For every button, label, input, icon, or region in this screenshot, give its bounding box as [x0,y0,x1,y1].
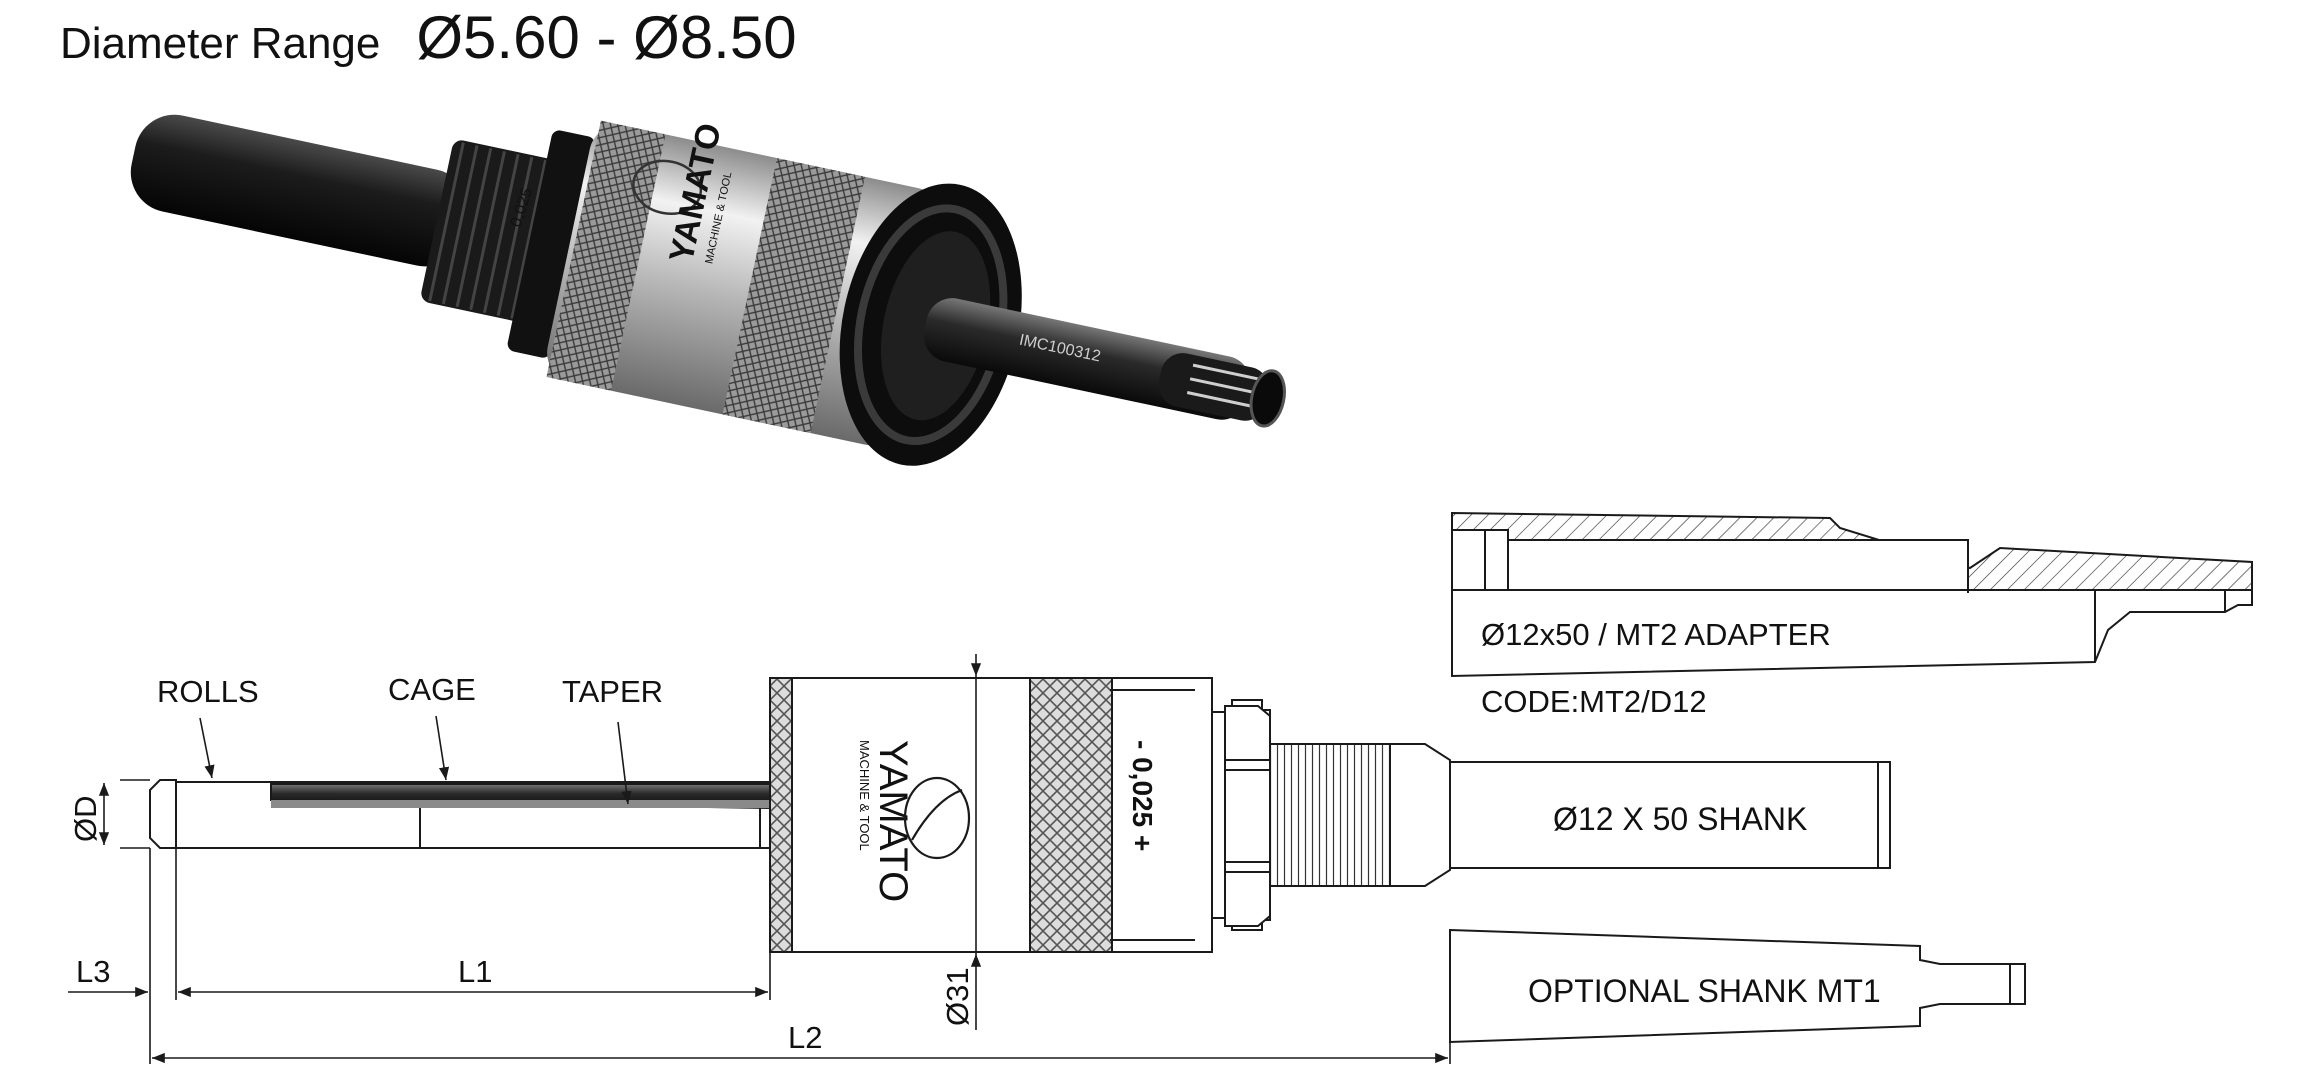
body-housing [791,677,1213,953]
dimensions [68,654,1451,1064]
mt2-adapter-drawing [1451,511,2253,678]
label-rolls: ROLLS [157,674,259,709]
shank-12x50 [1449,761,1891,869]
yamato-logo-icon [903,776,971,860]
photo-knurl-ring [546,120,666,391]
cage-tip [149,779,177,849]
drawing-brand: YAMATO [871,740,915,902]
adapter-code: CODE:MT2/D12 [1481,684,1707,719]
photo-shank [130,114,469,267]
label-optional-shank: OPTIONAL SHANK MT1 [1528,973,1881,1009]
label-l1: L1 [458,954,492,989]
title-label: Diameter Range [60,19,381,68]
label-od: ØD [68,796,103,843]
label-d31: Ø31 [940,967,975,1026]
adapter-body [1451,589,2253,678]
label-cage: CAGE [388,672,476,707]
photo-knurl-band [722,158,866,434]
main-drawing [149,677,2026,1044]
diameter-range-value: Ø5.60 - Ø8.50 [416,4,797,71]
label-shank: Ø12 X 50 SHANK [1553,801,1807,837]
thread [1269,743,1391,887]
label-l2: L2 [788,1020,822,1055]
body-front-knurl [769,677,793,953]
photo-locknut [507,130,595,358]
label-l3: L3 [76,954,110,989]
drawing-scale-mark: - 0,025 + [1127,740,1158,851]
hex-nut [1224,705,1271,927]
product-photo: IMC100312 YAMATO MACHINE & TOOL 0,025 [130,114,1286,466]
optional-shank-mt1 [1449,928,2026,1044]
drawing-brand-sub: MACHINE & TOOL [857,740,872,851]
adapter-label: Ø12x50 / MT2 ADAPTER [1481,617,1831,652]
body-knurl-band [1029,677,1113,953]
label-taper: TAPER [562,674,663,709]
